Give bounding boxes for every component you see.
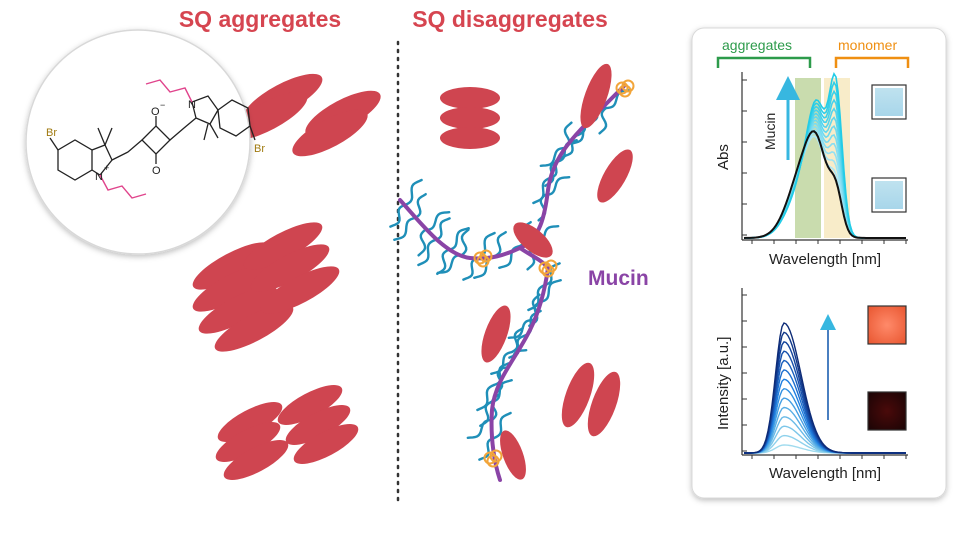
monomer-label: monomer <box>838 37 897 53</box>
molecule-structure: Br Br N + N O − O <box>25 29 265 255</box>
knot-icon <box>538 259 558 278</box>
glycan-strand <box>389 203 407 228</box>
charts-card <box>691 27 947 499</box>
abs-x-label: Wavelength [nm] <box>769 251 881 268</box>
aggregate-stack-2 <box>192 222 340 352</box>
abs-series <box>743 71 906 239</box>
glycan-strand <box>460 228 470 257</box>
aggregates-band <box>795 78 821 238</box>
abs-arrow-label: Mucin <box>762 113 778 150</box>
abs-series-black <box>743 130 906 239</box>
glycan-strand <box>476 383 496 412</box>
mucin-label: Mucin <box>588 267 649 290</box>
fl-series-line <box>744 322 906 454</box>
atom-o: O <box>152 165 161 177</box>
glycan-strand <box>466 418 494 439</box>
fluorescence-panel: Intensity [a.u.] Wavelength [nm] <box>715 288 908 482</box>
knot-markers <box>473 79 635 468</box>
glycan-strand <box>417 238 437 267</box>
fl-ticks <box>742 294 907 459</box>
atom-br-right: Br <box>254 143 265 155</box>
fl-x-label: Wavelength [nm] <box>769 465 881 482</box>
abs-ticks <box>742 79 907 244</box>
glycan-strand <box>393 216 417 241</box>
glycan-strand <box>417 228 427 257</box>
glycan-strand <box>532 176 552 205</box>
mucin-chains <box>398 83 627 482</box>
glycan-strand <box>498 244 522 269</box>
glycan-strand <box>510 327 524 354</box>
knot-icon <box>483 449 503 468</box>
glycan-brush <box>389 89 632 461</box>
absorbance-panel: aggregates monomer Mucin Abs Wavelength … <box>715 37 910 268</box>
title-sq-aggregates: SQ aggregates <box>179 6 341 32</box>
title-sq-disaggregates: SQ disaggregates <box>412 6 608 32</box>
aggregate-stack-3 <box>215 385 359 480</box>
knot-icon <box>615 79 635 98</box>
atom-n-left: N <box>95 171 103 183</box>
atom-br-left: Br <box>46 127 57 139</box>
atom-n-plus: + <box>104 163 109 173</box>
glycan-strand <box>446 227 470 252</box>
glycan-strand <box>489 379 513 404</box>
glycan-strand <box>539 146 567 167</box>
monomer-ellipses <box>440 63 633 480</box>
glycan-strand <box>538 279 562 304</box>
minus-sign: − <box>160 100 165 110</box>
glycan-strand <box>433 217 451 242</box>
abs-y-label: Abs <box>715 144 732 170</box>
knot-icon <box>473 249 493 268</box>
fl-y-label: Intensity [a.u.] <box>715 337 732 430</box>
monomer-bracket <box>834 56 910 68</box>
atom-o-minus: O <box>151 106 160 118</box>
glycan-strand <box>403 178 423 207</box>
emission-square-bright <box>867 305 907 345</box>
aggregates-label: aggregates <box>722 37 792 53</box>
glycan-strand <box>492 411 512 440</box>
emission-square-dark <box>867 391 907 431</box>
glycan-strand <box>493 231 507 258</box>
glycan-strand <box>598 106 608 135</box>
glycan-strand <box>543 176 571 197</box>
fl-series <box>744 322 906 454</box>
glycan-strand <box>436 253 464 274</box>
glycan-strand <box>413 193 427 220</box>
aggregates-bracket <box>716 56 812 68</box>
glycan-strand <box>423 211 451 232</box>
glycan-strand <box>462 256 480 281</box>
glycan-strand <box>436 248 450 275</box>
glycan-strand <box>543 262 561 287</box>
atom-n-right: N <box>188 99 196 111</box>
